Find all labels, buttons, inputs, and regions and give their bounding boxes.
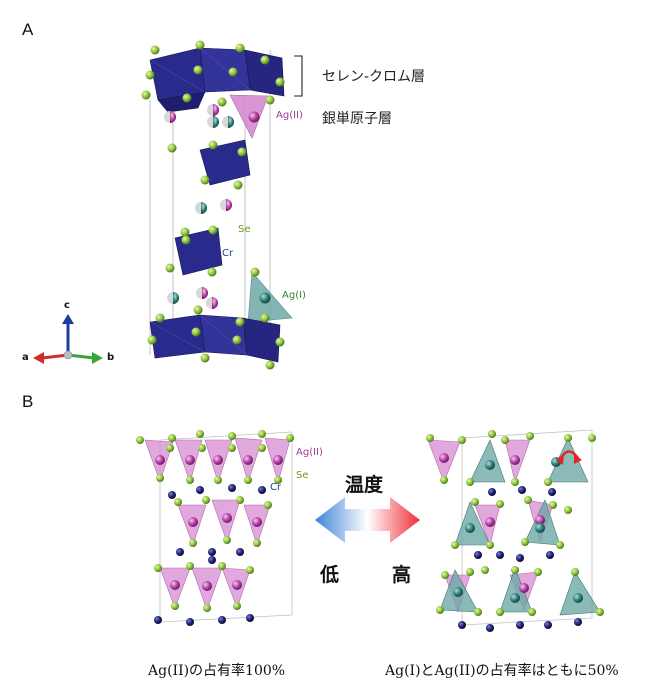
ag2-atoms-b-left — [155, 455, 283, 591]
axes-indicator — [33, 314, 103, 364]
temperature-double-arrow-icon — [315, 497, 420, 543]
axis-label-a: a — [22, 352, 29, 363]
ag-atoms-b-right — [439, 453, 583, 603]
atom-label-cr-b: Cr — [270, 482, 282, 493]
se-cr-layer-top — [149, 47, 285, 113]
se-atoms-b-right — [426, 430, 604, 616]
high-temperature-label: 高 — [392, 564, 412, 586]
layer-bracket — [294, 55, 303, 97]
atom-label-ag1-a: Ag(I) — [282, 290, 306, 301]
panel-b-letter: B — [22, 392, 34, 411]
ag-atoms-a — [164, 104, 271, 309]
atom-label-ag2-a: Ag(II) — [276, 110, 303, 121]
axis-label-b: b — [107, 352, 115, 363]
se-atoms-a — [141, 40, 285, 370]
temperature-title: 温度 — [345, 474, 384, 496]
atom-label-ag2-b: Ag(II) — [296, 447, 323, 458]
caption-right: Ag(I)とAg(II)の占有率はともに50% — [385, 663, 619, 679]
se-atoms-b-left — [136, 430, 294, 612]
cr-atoms-b-right — [458, 486, 582, 632]
atom-label-se-a: Se — [238, 224, 251, 235]
atom-label-cr-a: Cr — [222, 248, 234, 259]
label-se-cr-layer: セレン-クロム層 — [322, 69, 426, 85]
cr-octahedron-mid1 — [199, 139, 251, 186]
atom-label-se-b: Se — [296, 470, 309, 481]
panel-a-letter: A — [22, 20, 34, 39]
low-temperature-label: 低 — [320, 564, 340, 586]
label-ag-layer: 銀単原子層 — [322, 111, 392, 127]
cr-atoms-b-left — [154, 484, 266, 626]
se-cr-layer-bottom — [149, 314, 281, 363]
axis-label-c: c — [64, 300, 70, 311]
caption-left: Ag(II)の占有率100% — [148, 663, 286, 679]
